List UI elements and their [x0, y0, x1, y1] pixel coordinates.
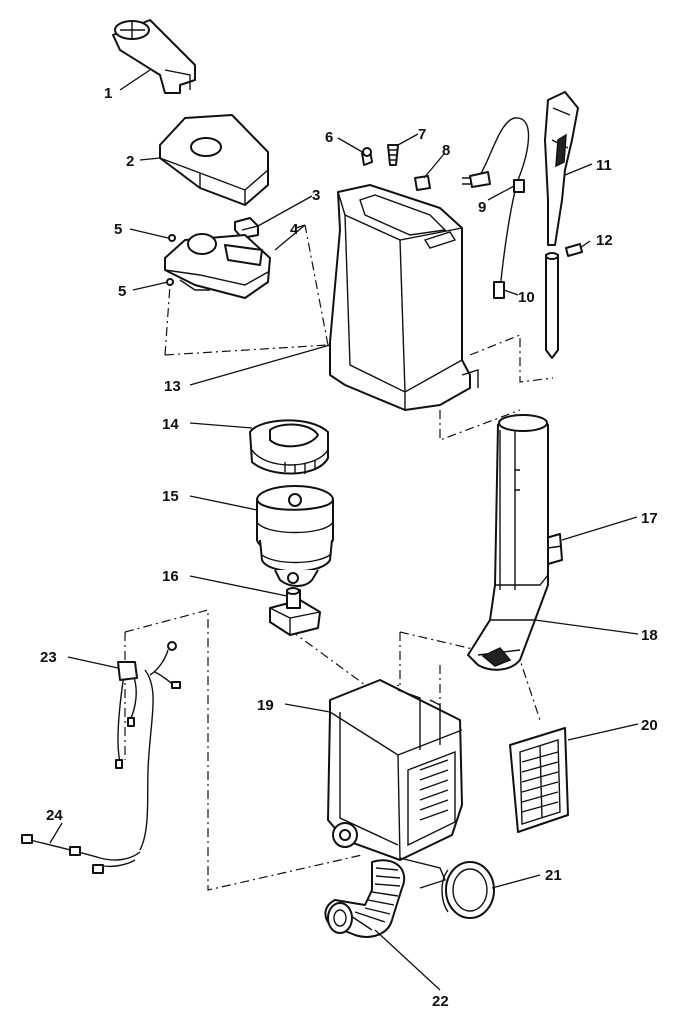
callout-23: 23: [40, 649, 57, 666]
part-13-upper-housing: [329, 184, 479, 411]
callout-5a: 5: [114, 221, 122, 238]
callout-12: 12: [596, 232, 613, 249]
callout-14: 14: [162, 416, 179, 433]
callout-24: 24: [46, 807, 63, 824]
part-3-clip: [234, 217, 259, 239]
part-16-coupler: [269, 587, 321, 636]
part-8-clip: [414, 175, 431, 191]
callout-18: 18: [641, 627, 658, 644]
part-1-cover-bracket: [112, 19, 196, 94]
part-18-duct: [467, 414, 549, 671]
part-6-fastener: [361, 147, 373, 166]
callout-6: 6: [325, 129, 333, 146]
callout-7: 7: [418, 126, 426, 143]
callout-16: 16: [162, 568, 179, 585]
part-9-power-cord: [462, 117, 530, 291]
part-24-wire-lead: [21, 834, 141, 874]
part-11-handle: [544, 91, 579, 246]
callout-3: 3: [312, 187, 320, 204]
part-20-grille: [509, 727, 569, 833]
part-10-cord-strain-relief: [493, 281, 505, 299]
callout-21: 21: [545, 867, 562, 884]
callout-8: 8: [442, 142, 450, 159]
callout-20: 20: [641, 717, 658, 734]
callout-15: 15: [162, 488, 179, 505]
callout-10: 10: [518, 289, 535, 306]
callout-22: 22: [432, 993, 449, 1010]
part-19-base-housing: [327, 679, 463, 889]
leader-lines: [49, 69, 639, 991]
part-21-wheel-cap: [441, 861, 495, 919]
callout-13: 13: [164, 378, 181, 395]
callout-4: 4: [290, 221, 299, 238]
callout-labels: 1 2 3 4 5 5 6 7 8 9 10 11 12 13 14 15 16…: [40, 85, 658, 1010]
callout-17: 17: [641, 510, 658, 527]
callout-19: 19: [257, 697, 274, 714]
callout-9: 9: [478, 199, 486, 216]
part-2-top-cover: [159, 114, 269, 206]
part-4-filter-housing: [164, 233, 271, 299]
callout-1: 1: [104, 85, 112, 102]
part-12-screw: [565, 243, 583, 257]
part-23-wiring-harness: [115, 641, 181, 851]
callout-2: 2: [126, 153, 134, 170]
handle-tube: [545, 252, 559, 359]
part-15-motor: [256, 485, 334, 587]
callout-5b: 5: [118, 283, 126, 300]
part-14-motor-ring: [249, 419, 329, 475]
part-7-spring-screw: [387, 144, 399, 166]
callout-11: 11: [596, 157, 612, 174]
part-22-flex-hose: [324, 859, 406, 938]
